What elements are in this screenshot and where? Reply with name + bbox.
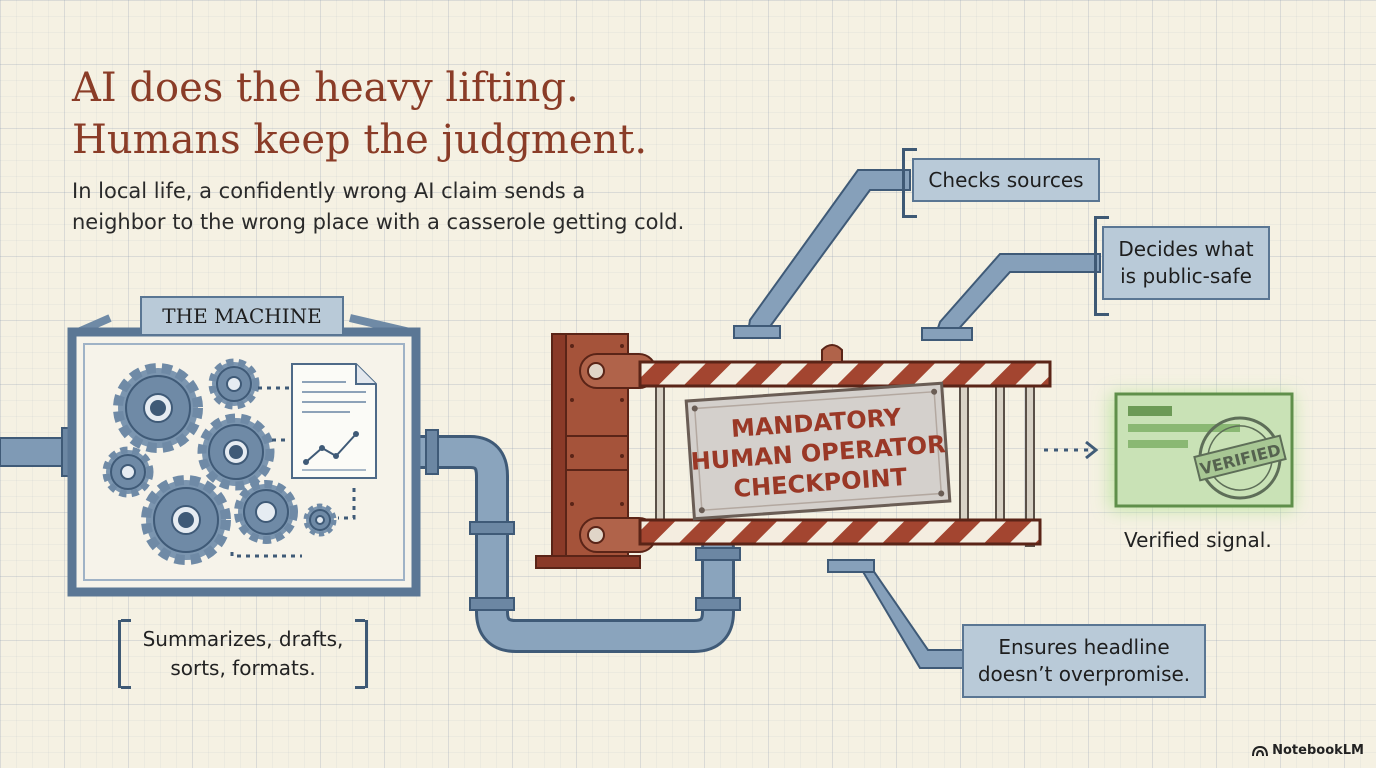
gear-icon xyxy=(197,413,275,491)
callout-headline-line2: doesn’t overpromise. xyxy=(977,662,1191,686)
gear-icon xyxy=(303,503,337,537)
inlet-pipe xyxy=(0,427,73,477)
decides-bracket xyxy=(1094,216,1109,316)
gate-post xyxy=(535,333,657,569)
machine-title: THE MACHINE xyxy=(140,296,344,336)
gear-icon xyxy=(102,446,154,498)
machine-caption: Summarizes, drafts, sorts, formats. xyxy=(118,619,368,689)
machine-connectors xyxy=(230,386,356,558)
gear-icon xyxy=(113,363,203,453)
subtitle: In local life, a confidently wrong AI cl… xyxy=(72,176,684,238)
document-icon xyxy=(291,363,377,479)
subtitle-line1: In local life, a confidently wrong AI cl… xyxy=(72,179,586,203)
notebooklm-logo-icon xyxy=(1252,745,1269,756)
verified-caption: Verified signal. xyxy=(1124,528,1272,552)
headline-line1: AI does the heavy lifting. xyxy=(72,65,579,111)
subtitle-line2: neighbor to the wrong place with a casse… xyxy=(72,210,685,234)
callout-public-safe-line2: is public-safe xyxy=(1120,264,1252,288)
brand-name: NotebookLM xyxy=(1272,743,1364,758)
callout-headline-line1: Ensures headline xyxy=(998,635,1170,659)
headline: AI does the heavy lifting. Humans keep t… xyxy=(72,62,647,166)
outlet-pipe xyxy=(401,435,735,653)
pipe-couplings xyxy=(425,429,741,611)
callout-headline: Ensures headline doesn’t overpromise. xyxy=(962,624,1206,698)
callout-arms xyxy=(733,169,1101,669)
callout-checks-sources: Checks sources xyxy=(912,158,1100,202)
checks-sources-bracket xyxy=(902,148,917,218)
callout-public-safe: Decides what is public-safe xyxy=(1102,226,1270,300)
verified-card: VERIFIED xyxy=(1110,392,1294,510)
gear-icon xyxy=(141,475,231,565)
machine-caption-line1: Summarizes, drafts, xyxy=(142,627,344,651)
output-arrow xyxy=(1044,440,1099,460)
gear-icon xyxy=(208,358,260,410)
checkpoint-sign: MANDATORY HUMAN OPERATOR CHECKPOINT xyxy=(684,381,952,521)
machine-title-text: THE MACHINE xyxy=(162,304,322,328)
callout-public-safe-line1: Decides what xyxy=(1118,237,1254,261)
headline-line2: Humans keep the judgment. xyxy=(72,117,648,163)
callout-checks-sources-text: Checks sources xyxy=(928,168,1084,192)
gear-icon xyxy=(234,480,298,544)
machine-caption-line2: sorts, formats. xyxy=(170,656,316,680)
gears xyxy=(102,358,337,565)
barrier-gate xyxy=(638,344,1052,547)
notebooklm-branding: NotebookLM xyxy=(1252,743,1364,758)
